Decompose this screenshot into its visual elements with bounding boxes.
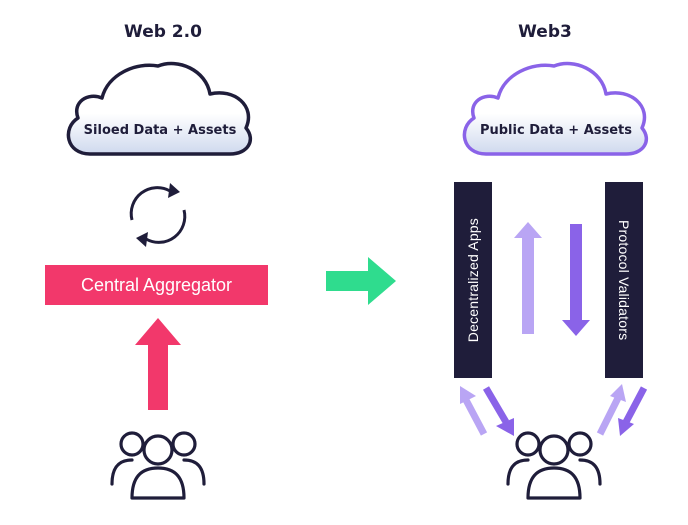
arrow-right-icon	[326, 257, 396, 305]
decentralized-apps-label: Decentralized Apps	[465, 217, 481, 343]
web3-cloud-label: Public Data + Assets	[479, 123, 633, 138]
sync-cycle-icon	[129, 183, 187, 247]
users-group-icon	[110, 431, 206, 500]
web3-cloud-icon	[462, 61, 648, 156]
central-aggregator-label: Central Aggregator	[80, 274, 233, 295]
protocol-validators-label: Protocol Validators	[616, 219, 632, 341]
arrow-down-icon	[562, 224, 590, 336]
protocol-validators-pillar: Protocol Validators	[605, 182, 643, 378]
arrow-up-icon	[135, 318, 181, 410]
central-aggregator-box: Central Aggregator	[45, 265, 268, 305]
bidirectional-arrows-icon	[596, 384, 648, 436]
users-group-icon	[506, 431, 602, 500]
decentralized-apps-pillar: Decentralized Apps	[454, 182, 492, 378]
web2-heading: Web 2.0	[124, 22, 202, 42]
bidirectional-arrows-icon	[460, 386, 514, 436]
arrow-up-icon	[514, 222, 542, 334]
web3-heading: Web3	[518, 22, 572, 42]
web2-cloud-label: Siloed Data + Assets	[83, 123, 237, 138]
web2-cloud-icon	[66, 61, 252, 156]
